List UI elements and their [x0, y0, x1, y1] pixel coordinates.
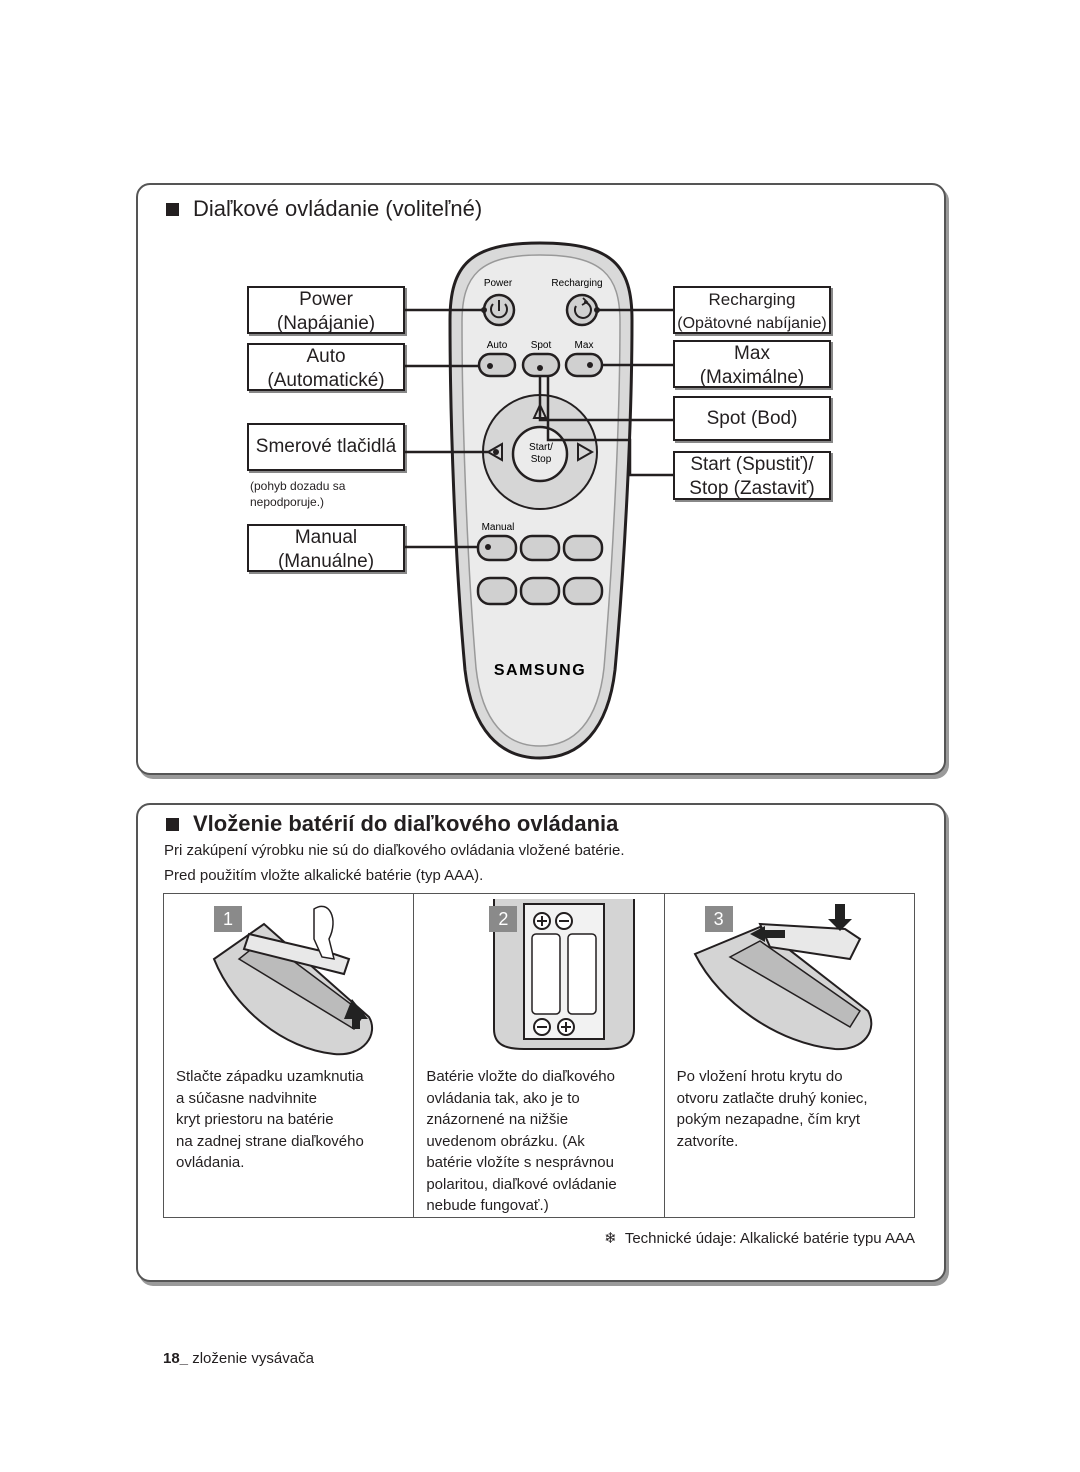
direction-note: (pohyb dozadu sa nepodporuje.) [250, 479, 346, 509]
recharge-icon [573, 301, 592, 319]
remote-auto-text: Auto [487, 340, 508, 351]
down-arrow-icon [827, 904, 852, 931]
recharging-label-box: Recharging(Opätovné nabíjanie) [673, 286, 831, 334]
power-label-box: Power(Napájanie) [247, 286, 405, 334]
manual-button-4[interactable] [476, 576, 518, 606]
battery-icon [531, 933, 562, 1015]
step-2-illustration [493, 899, 636, 1050]
step-1-illustration [212, 905, 374, 1056]
page-footer: 18_ zloženie vysávača [163, 1350, 314, 1367]
manual-button-1[interactable] [476, 534, 518, 562]
manual-button-6[interactable] [562, 576, 604, 606]
right-arrow-icon [577, 442, 595, 462]
remote-manual-text: Manual [482, 522, 515, 533]
left-arrow-icon [485, 442, 503, 462]
step-3-number: 3 [704, 906, 733, 932]
battery-section-title: Vloženie batérií do diaľkového ovládania [166, 811, 618, 837]
spot-label-box: Spot (Bod) [673, 396, 831, 441]
max-label-box: Max(Maximálne) [673, 340, 831, 388]
footnote: ❄Technické údaje: Alkalické batérie typu… [604, 1230, 915, 1247]
step-1-number: 1 [214, 906, 242, 932]
samsung-logo: SAMSUNG [494, 662, 586, 679]
recharging-button[interactable] [565, 293, 599, 327]
page-number: 18_ [163, 1350, 189, 1367]
spot-button[interactable] [521, 352, 561, 378]
power-icon [490, 303, 508, 319]
remote-stop-text: Stop [531, 454, 552, 465]
manual-button-3[interactable] [562, 534, 604, 562]
remote-spot-text: Spot [531, 340, 552, 351]
step-3-text: Po vložení hrotu krytu do otvoru zatlačt… [676, 1068, 868, 1150]
step-2-text: Batérie vložte do diaľkového ovládania t… [426, 1068, 617, 1214]
remote-control-illustration: Power Recharging Auto Spot Max Start/ St… [405, 241, 673, 760]
up-arrow-icon [344, 999, 368, 1029]
step-3-cell: 3 Po vložení hrotu krytu do otvoru zatla… [665, 894, 914, 1217]
auto-label-box: Auto(Automatické) [247, 343, 405, 391]
snowflake-icon: ❄ [604, 1230, 617, 1247]
remote-section-title: Diaľkové ovládanie (voliteľné) [166, 196, 482, 222]
step-1-cell: 1 Stlačte západku uzamknutia a súčasne n… [164, 894, 413, 1217]
step-1-text: Stlačte západku uzamknutia a súčasne nad… [176, 1068, 364, 1171]
remote-start-text: Start/ [529, 442, 553, 453]
manual-button-2[interactable] [519, 534, 561, 562]
remote-max-text: Max [575, 340, 594, 351]
remote-recharging-text: Recharging [551, 278, 602, 289]
intro-line-2: Pred použitím vložte alkalické batérie (… [164, 867, 484, 884]
step-2-cell: 2 Batérie vložte do diaľkového ovládania… [414, 894, 663, 1217]
step-3-illustration [693, 904, 872, 1051]
connector-lines [405, 308, 673, 549]
intro-line-1: Pri zakúpení výrobku nie sú do diaľkovéh… [164, 842, 625, 859]
left-arrow-icon [749, 926, 785, 942]
direction-label-box: Smerové tlačidlá [247, 423, 405, 471]
manual-label-box: Manual(Manuálne) [247, 524, 405, 572]
auto-button[interactable] [477, 352, 517, 378]
battery-steps-table: 1 Stlačte západku uzamknutia a súčasne n… [162, 893, 916, 1218]
manual-button-5[interactable] [519, 576, 561, 606]
square-bullet-icon [166, 817, 179, 831]
max-button[interactable] [564, 352, 604, 378]
square-bullet-icon [166, 202, 179, 216]
battery-icon [567, 933, 598, 1015]
step-2-number: 2 [489, 906, 518, 932]
startstop-label-box: Start (Spustiť)/Stop (Zastaviť) [673, 451, 831, 500]
remote-power-text: Power [484, 278, 513, 289]
